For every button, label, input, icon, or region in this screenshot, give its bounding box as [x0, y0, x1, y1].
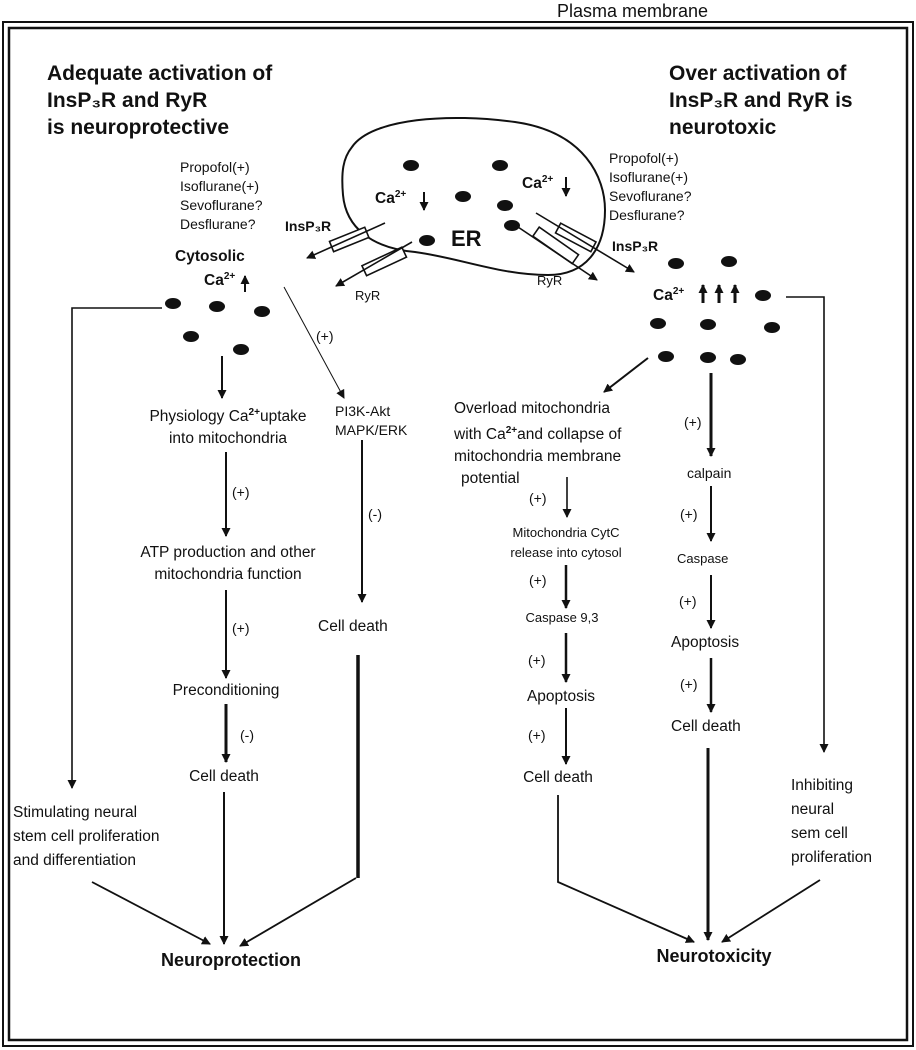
anesthetic-item: Desflurane? — [180, 216, 256, 232]
sign-atp-to-precond: (+) — [232, 620, 250, 636]
anesthetic-item: Isoflurane(+) — [609, 169, 688, 185]
overload-ca-dot — [658, 351, 674, 362]
sign-uptake-to-atp: (+) — [232, 484, 250, 500]
cytosolic-ca-label: Ca2+ — [204, 271, 236, 290]
er-ca-dot — [492, 160, 508, 171]
left-stem-connector — [67, 307, 162, 789]
calpain-node: calpain — [687, 465, 732, 481]
overload-ca-label: Ca2+ — [653, 286, 685, 305]
insp3r-right-arrow — [535, 212, 635, 273]
left-heading-line: InsP₃R and RyR — [47, 89, 208, 112]
er-ca-dot — [403, 160, 419, 171]
er-ca-dot — [504, 220, 520, 231]
cytosolic-ca-dot — [165, 298, 181, 309]
overload-ca-dot — [700, 319, 716, 330]
insp3r-left-arrow — [306, 222, 386, 259]
sign-precond-to-death: (-) — [240, 727, 254, 743]
left-heading: Adequate activation of InsP₃R and RyR is… — [47, 60, 272, 141]
left-anesthetic-list: Propofol(+) Isoflurane(+) Sevoflurane? D… — [180, 158, 263, 234]
ryr-left-channel — [360, 246, 408, 277]
right-inhibit-connector — [786, 296, 829, 753]
plasma-membrane-label: Plasma membrane — [557, 1, 709, 21]
anesthetic-item: Sevoflurane? — [609, 188, 692, 204]
er-ca-dot — [455, 191, 471, 202]
left-cell-death: Cell death — [189, 768, 259, 785]
cytosolic-ca-dot — [183, 331, 199, 342]
overload-ca-dot — [755, 290, 771, 301]
er-ca-dot — [419, 235, 435, 246]
sign-calpain-to-caspase: (+) — [680, 506, 698, 522]
pi3k-node: PI3K-Akt MAPK/ERK — [335, 403, 408, 438]
right-cell-death: Cell death — [523, 769, 593, 786]
ryr-right-label: RyR — [537, 273, 563, 288]
plasma-membrane — [7, 26, 909, 1042]
sign-caspase-to-apoptosis2: (+) — [679, 593, 697, 609]
stem-cell-node: Stimulating neural stem cell proliferati… — [13, 804, 160, 869]
anesthetic-item: Sevoflurane? — [180, 197, 263, 213]
overload-ca-dot — [764, 322, 780, 333]
overload-ca-dot — [668, 258, 684, 269]
neuroprotection-outcome: Neuroprotection — [160, 950, 302, 970]
sign-overload-to-cytc: (+) — [529, 490, 547, 506]
insp3r-right-label: InsP₃R — [612, 238, 659, 254]
sign-to-pi3k: (+) — [316, 328, 334, 344]
sign-cytc-to-caspase: (+) — [529, 572, 547, 588]
apoptosis2-node: Apoptosis — [671, 634, 740, 651]
overload-ca-dot — [721, 256, 737, 267]
right-heading-line: InsP₃R and RyR is — [669, 89, 853, 112]
uptake-node: Physiology Ca2+uptake into mitochondria — [149, 402, 306, 450]
overload-ca-dot — [650, 318, 666, 329]
anesthetic-item: Propofol(+) — [180, 159, 250, 175]
er-ca-right: Ca2+ — [522, 174, 554, 193]
uptake-line: Physiology Ca2+uptake — [149, 407, 307, 426]
caspase93-node: Caspase 9,3 — [525, 610, 599, 625]
overload-ca-dot — [700, 352, 716, 363]
cytosolic-ca-dot — [233, 344, 249, 355]
sign-apoptosis-to-death: (+) — [528, 727, 546, 743]
uptake-line: into mitochondria — [168, 430, 288, 448]
right-heading: Over activation of InsP₃R and RyR is neu… — [669, 60, 853, 141]
neurotoxicity-outcome: Neurotoxicity — [656, 946, 772, 966]
caspase-node: Caspase — [677, 551, 729, 566]
sign-apoptosis2-to-death: (+) — [680, 676, 698, 692]
anesthetic-item: Isoflurane(+) — [180, 178, 259, 194]
cytosolic-label: Cytosolic — [175, 248, 245, 265]
sign-caspase-to-apoptosis: (+) — [528, 652, 546, 668]
outer-frame — [2, 21, 914, 1047]
anesthetic-item: Propofol(+) — [609, 150, 679, 166]
right-heading-line: Over activation of — [669, 62, 847, 85]
pi3k-cell-death: Cell death — [318, 618, 388, 635]
left-heading-line: Adequate activation of — [47, 62, 273, 85]
er-ca-dot — [497, 200, 513, 211]
cytosolic-ca-dot — [209, 301, 225, 312]
anesthetic-item: Desflurane? — [609, 207, 685, 223]
overload-ca-dot — [730, 354, 746, 365]
ryr-left-arrow — [335, 241, 413, 287]
sign-pi3k-to-death: (-) — [368, 506, 382, 522]
preconditioning-node: Preconditioning — [172, 682, 280, 699]
er-label: ER — [451, 226, 482, 251]
insp3r-left-label: InsP₃R — [285, 218, 332, 234]
sign-to-calpain: (+) — [684, 414, 702, 430]
inhibit-node: Inhibiting neural sem cell proliferation — [791, 777, 872, 866]
apoptosis-node: Apoptosis — [526, 688, 596, 705]
atp-node: ATP production and other mitochondria fu… — [140, 544, 316, 583]
right-anesthetic-list: Propofol(+) Isoflurane(+) Sevoflurane? D… — [609, 149, 692, 225]
right-cell-death2: Cell death — [671, 718, 741, 735]
overload-node: Overload mitochondria with Ca2+and colla… — [454, 400, 622, 488]
right-heading-line: neurotoxic — [669, 116, 777, 139]
cytosolic-ca-dot — [254, 306, 270, 317]
er-ca-left: Ca2+ — [375, 189, 407, 208]
cytc-node: Mitochondria CytC release into cytosol — [510, 525, 622, 560]
left-heading-line: is neuroprotective — [47, 116, 230, 139]
ryr-left-label: RyR — [355, 288, 381, 303]
ryr-right-arrow — [511, 222, 598, 281]
